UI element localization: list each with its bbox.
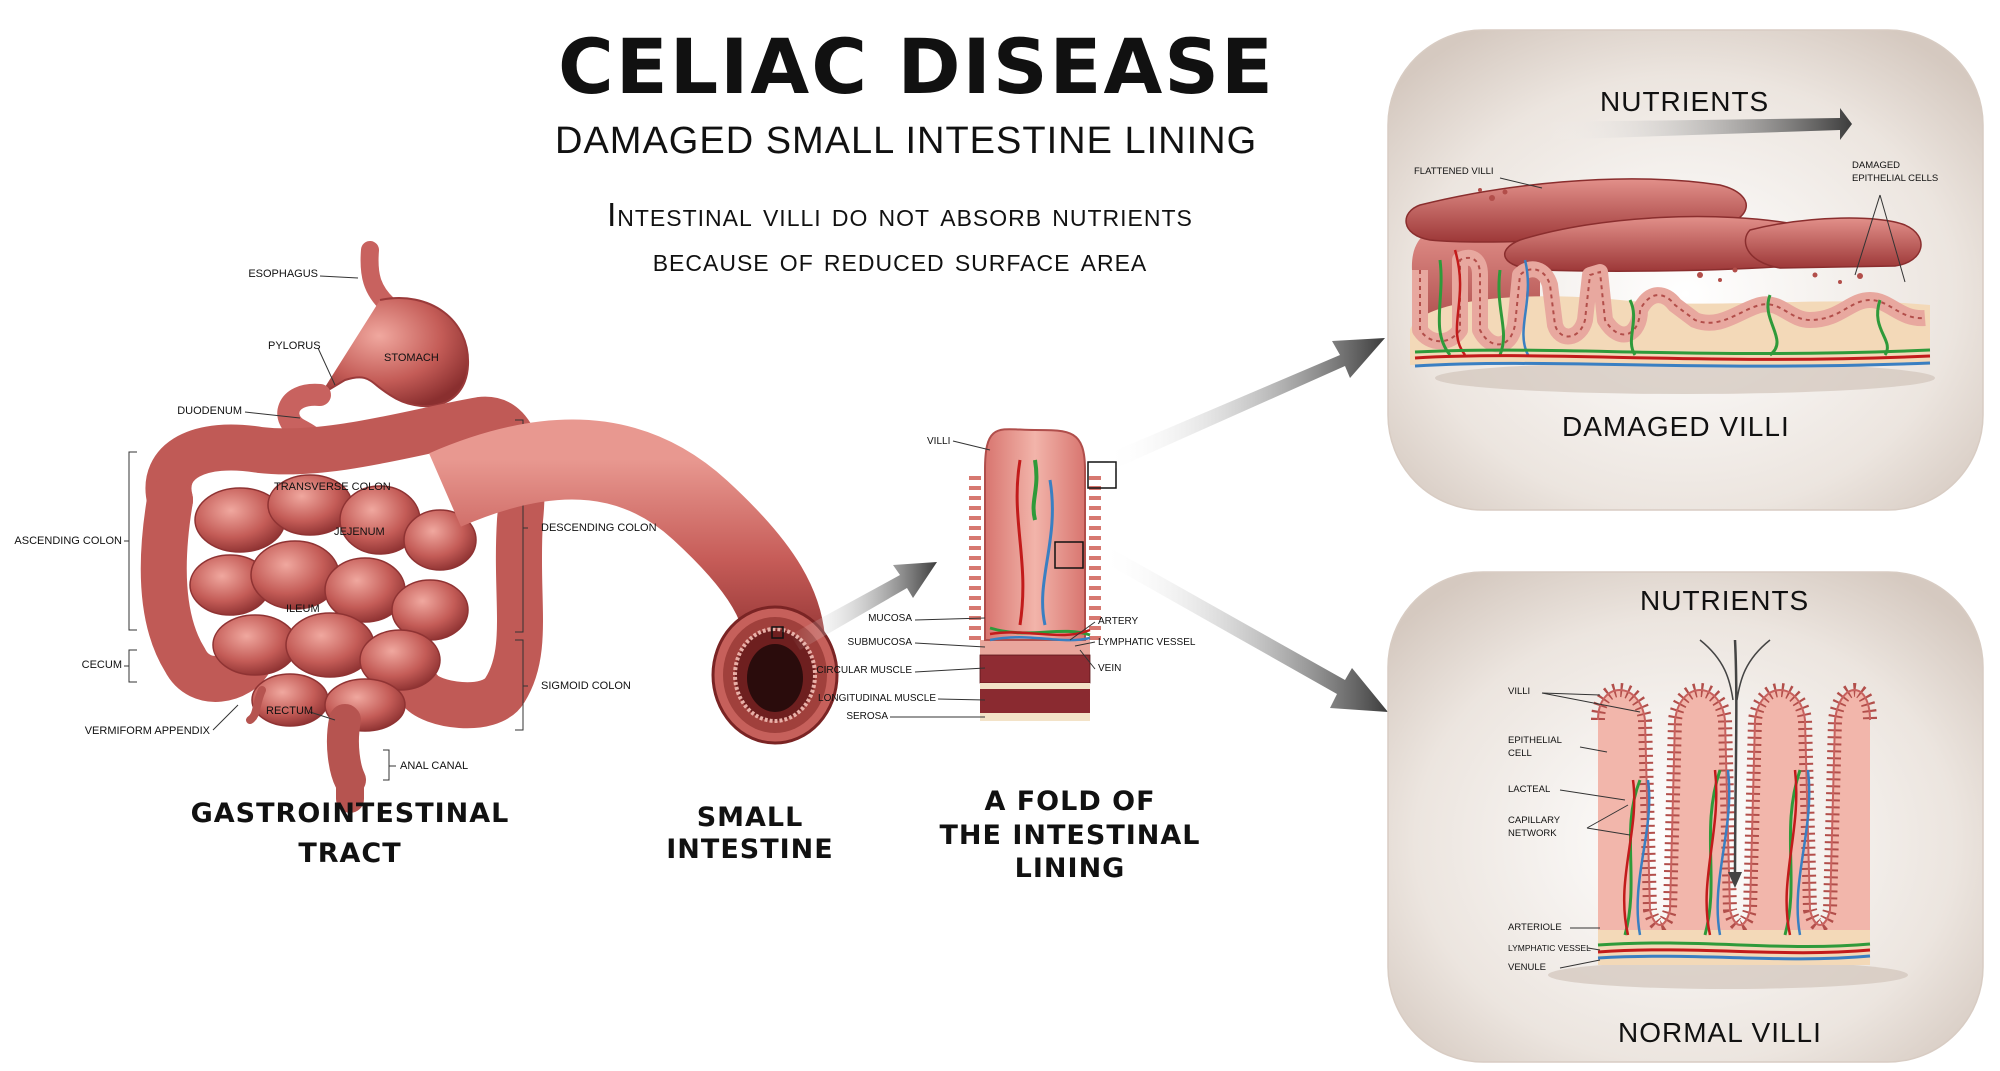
- label-vein: VEIN: [1098, 663, 1122, 674]
- label-flattened-villi: FLATTENED VILLI: [1414, 166, 1494, 177]
- label-damaged-cells-line-2: EPITHELIAL CELLS: [1852, 173, 1939, 184]
- fold-leaders: [890, 440, 1096, 718]
- label-descending-colon: DESCENDING COLON: [541, 522, 657, 534]
- label-artery: ARTERY: [1098, 616, 1139, 627]
- label-duodenum: DUODENUM: [177, 405, 242, 417]
- label-ascending-colon: ASCENDING COLON: [14, 535, 122, 547]
- description-line-2: because of reduced surface area: [652, 241, 1148, 278]
- label-venule: VENULE: [1508, 962, 1547, 973]
- label-epithelial-line-2: CELL: [1508, 748, 1532, 759]
- label-mucosa: MUCOSA: [868, 613, 912, 624]
- label-capillary-line-1: CAPILLARY: [1508, 815, 1561, 826]
- fold-caption-line-1: A FOLD OF: [984, 786, 1156, 817]
- fold-caption-line-2: THE INTESTINAL: [939, 820, 1201, 851]
- label-ileum: ILEUM: [286, 603, 320, 615]
- label-circular-muscle: CIRCULAR MUSCLE: [816, 665, 912, 676]
- fold-caption-line-3: LINING: [1014, 853, 1126, 884]
- label-fold-lymphatic-vessel: LYMPHATIC VESSEL: [1098, 637, 1196, 648]
- label-capillary-line-2: NETWORK: [1508, 828, 1557, 839]
- damaged-villi-panel: [1387, 29, 1984, 511]
- label-arteriole: ARTERIOLE: [1508, 922, 1562, 933]
- small-intestine-caption-line-2: INTESTINE: [666, 834, 834, 865]
- label-pylorus: PYLORUS: [268, 340, 321, 352]
- label-damaged-cells-line-1: DAMAGED: [1852, 160, 1901, 171]
- label-esophagus: ESOPHAGUS: [248, 268, 318, 280]
- arrow-to-fold: [790, 562, 937, 650]
- page-subtitle: DAMAGED SMALL INTESTINE LINING: [555, 120, 1258, 162]
- small-intestine-caption-line-1: SMALL: [696, 802, 804, 833]
- normal-villi-panel: [1387, 571, 1984, 1063]
- label-submucosa: SUBMUCOSA: [847, 637, 912, 648]
- label-fold-villi: VILLI: [927, 436, 951, 447]
- damaged-panel-nutrients: NUTRIENTS: [1600, 86, 1770, 117]
- label-longitudinal-muscle: LONGITUDINAL MUSCLE: [818, 693, 936, 704]
- label-rectum: RECTUM: [266, 705, 314, 717]
- arrow-to-damaged-panel: [1105, 338, 1385, 470]
- label-normal-lymphatic-vessel: LYMPHATIC VESSEL: [1508, 943, 1591, 953]
- page-title: CELIAC DISEASE: [558, 22, 1275, 111]
- label-stomach: STOMACH: [384, 352, 439, 364]
- label-lacteal: LACTEAL: [1508, 784, 1551, 795]
- label-vermiform-appendix: VERMIFORM APPENDIX: [84, 725, 210, 737]
- damaged-panel-title: DAMAGED VILLI: [1562, 411, 1790, 442]
- normal-panel-nutrients: NUTRIENTS: [1640, 585, 1810, 616]
- gi-tract-caption-line-2: TRACT: [298, 838, 402, 869]
- normal-panel-title: NORMAL VILLI: [1618, 1017, 1822, 1048]
- gi-tract-caption-line-1: GASTROINTESTINAL: [190, 798, 510, 829]
- label-sigmoid-colon: SIGMOID COLON: [541, 680, 631, 692]
- description-line-1: Intestinal villi do not absorb nutrients: [607, 196, 1193, 233]
- label-serosa: SEROSA: [846, 711, 888, 722]
- label-transverse-colon: TRANSVERSE COLON: [274, 481, 391, 493]
- arrow-to-normal-panel: [1100, 545, 1388, 712]
- label-epithelial-line-1: EPITHELIAL: [1508, 735, 1562, 746]
- intestinal-fold-illustration: [969, 428, 1117, 721]
- label-anal-canal: ANAL CANAL: [400, 760, 469, 772]
- gi-tract-leaders: [124, 275, 528, 781]
- label-normal-villi: VILLI: [1508, 686, 1531, 697]
- label-cecum: CECUM: [81, 659, 122, 671]
- label-jejenum: JEJENUM: [334, 526, 385, 538]
